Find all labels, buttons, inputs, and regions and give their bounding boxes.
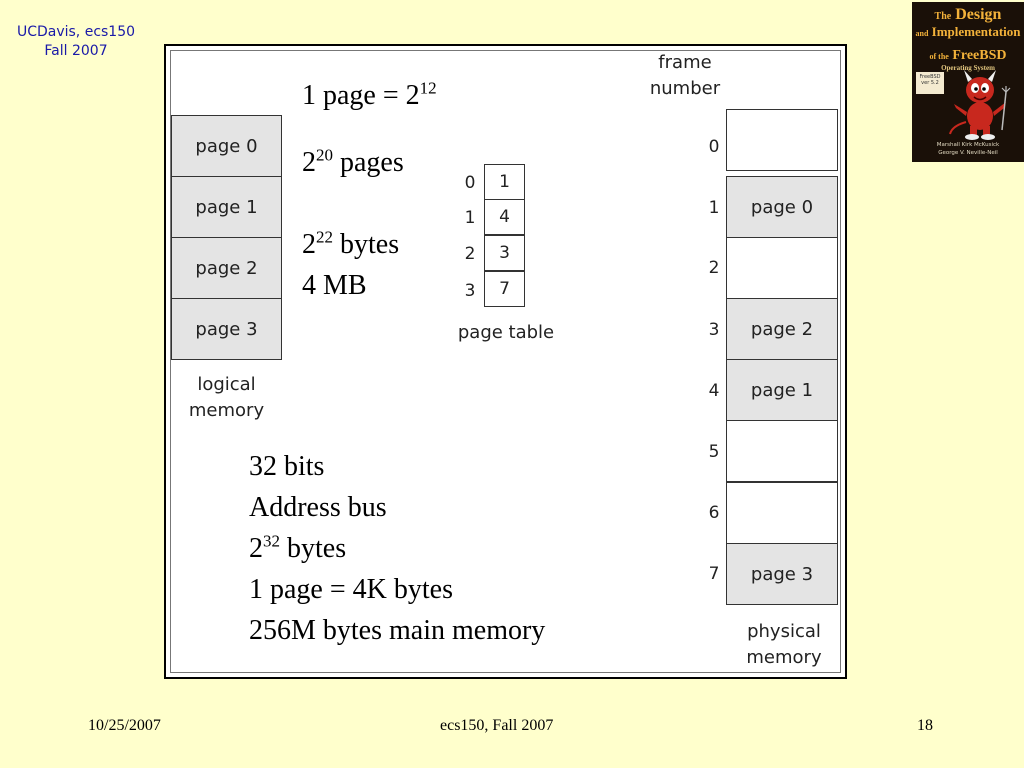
bytes-note-text: bytes bbox=[333, 229, 400, 260]
book-title-design: Design bbox=[955, 6, 1002, 23]
book-title-line1: The Design bbox=[912, 6, 1024, 24]
page-table-entry-0: 1 bbox=[484, 164, 525, 200]
frame-number-2: 2 bbox=[708, 258, 720, 278]
footer-page-number: 18 bbox=[917, 717, 933, 734]
logical-page-2: page 2 bbox=[171, 237, 282, 299]
book-title-the: The bbox=[934, 11, 952, 22]
logical-page-1: page 1 bbox=[171, 176, 282, 238]
page-table-index-3: 3 bbox=[464, 281, 476, 301]
book-sticker: FreeBSD ver 5.2 bbox=[916, 72, 944, 94]
course-header: UCDavis, ecs150 Fall 2007 bbox=[6, 23, 146, 61]
book-author-1: Marshall Kirk McKusick bbox=[936, 142, 1000, 148]
address-info-line3-exp: 32 bbox=[263, 531, 280, 551]
frame-number-3: 3 bbox=[708, 320, 720, 340]
book-title-of-the: of the bbox=[929, 52, 949, 61]
footer-date: 10/25/2007 bbox=[88, 717, 161, 734]
physical-frame-2 bbox=[726, 237, 838, 299]
book-title-freebsd: FreeBSD bbox=[952, 48, 1007, 63]
page-table-label: page table bbox=[457, 322, 555, 343]
page-table-index-1: 1 bbox=[464, 208, 476, 228]
frame-number-header-line1: frame bbox=[658, 52, 712, 73]
logical-page-3: page 3 bbox=[171, 298, 282, 360]
frame-number-7: 7 bbox=[708, 564, 720, 584]
address-info-line5: 256M bytes main memory bbox=[249, 615, 546, 646]
address-bus-info: 32 bits Address bus 232 bytes 1 page = 4… bbox=[249, 446, 545, 651]
frame-number-5: 5 bbox=[708, 442, 720, 462]
book-cover-image: The Design and Implementation of the Fre… bbox=[912, 2, 1024, 162]
page-table-entry-2: 3 bbox=[484, 235, 525, 271]
address-info-line3-text: bytes bbox=[280, 533, 347, 564]
bytes-note-exp: 22 bbox=[316, 227, 333, 247]
course-term: Fall 2007 bbox=[44, 43, 108, 59]
footer-course: ecs150, Fall 2007 bbox=[440, 717, 554, 734]
address-info-line3-base: 2 bbox=[249, 533, 263, 564]
frame-number-0: 0 bbox=[708, 137, 720, 157]
physical-frame-0 bbox=[726, 109, 838, 171]
logical-memory-label-line1: logical bbox=[197, 374, 256, 395]
address-info-line1: 32 bits bbox=[249, 451, 325, 482]
pages-count-note: 220 pages bbox=[302, 147, 404, 179]
page-size-note-exp: 12 bbox=[419, 78, 437, 98]
page-table-index-2: 2 bbox=[464, 244, 476, 264]
pages-count-exp: 20 bbox=[316, 145, 333, 165]
physical-memory-label: physical memory bbox=[728, 619, 840, 671]
logical-memory-label-line2: memory bbox=[188, 400, 265, 421]
paging-diagram-inner-border bbox=[170, 50, 841, 673]
book-title-implementation: Implementation bbox=[931, 24, 1021, 39]
physical-frame-7: page 3 bbox=[726, 543, 838, 605]
physical-frame-6 bbox=[726, 482, 838, 544]
page-table-entry-1: 4 bbox=[484, 199, 525, 235]
pages-count-text: pages bbox=[333, 147, 404, 178]
frame-number-6: 6 bbox=[708, 503, 720, 523]
physical-frame-4: page 1 bbox=[726, 359, 838, 421]
mb-note: 4 MB bbox=[302, 270, 367, 301]
page-table-index-0: 0 bbox=[464, 173, 476, 193]
frame-number-header: frame number bbox=[630, 50, 740, 102]
logical-memory-label: logical memory bbox=[171, 372, 282, 424]
physical-memory-label-line1: physical bbox=[747, 621, 821, 642]
book-author-2: George V. Neville-Neil bbox=[938, 150, 998, 156]
bytes-note: 222 bytes bbox=[302, 229, 399, 261]
bsd-daemon-illustration bbox=[949, 70, 1011, 140]
address-info-line2: Address bus bbox=[249, 492, 387, 523]
address-info-line4: 1 page = 4K bytes bbox=[249, 574, 453, 605]
physical-frame-5 bbox=[726, 420, 838, 482]
course-name: UCDavis, ecs150 bbox=[16, 24, 136, 40]
physical-frame-1: page 0 bbox=[726, 176, 838, 238]
frame-number-4: 4 bbox=[708, 381, 720, 401]
frame-number-1: 1 bbox=[708, 198, 720, 218]
logical-page-0: page 0 bbox=[171, 115, 282, 177]
pages-count-base: 2 bbox=[302, 147, 316, 178]
book-title-line3: of the FreeBSD bbox=[912, 48, 1024, 64]
page-table-entry-3: 7 bbox=[484, 271, 525, 307]
frame-number-header-line2: number bbox=[649, 78, 721, 99]
address-info-line3: 232 bytes bbox=[249, 528, 545, 569]
page-size-note-base: 1 page = 2 bbox=[302, 80, 420, 111]
physical-memory-label-line2: memory bbox=[746, 647, 822, 668]
book-title-and: and bbox=[915, 29, 929, 38]
book-subtitle: Operating System bbox=[941, 64, 995, 72]
bytes-note-base: 2 bbox=[302, 229, 316, 260]
book-title-line2: and Implementation bbox=[912, 24, 1024, 40]
page-size-note: 1 page = 212 bbox=[302, 80, 437, 112]
physical-frame-3: page 2 bbox=[726, 298, 838, 360]
